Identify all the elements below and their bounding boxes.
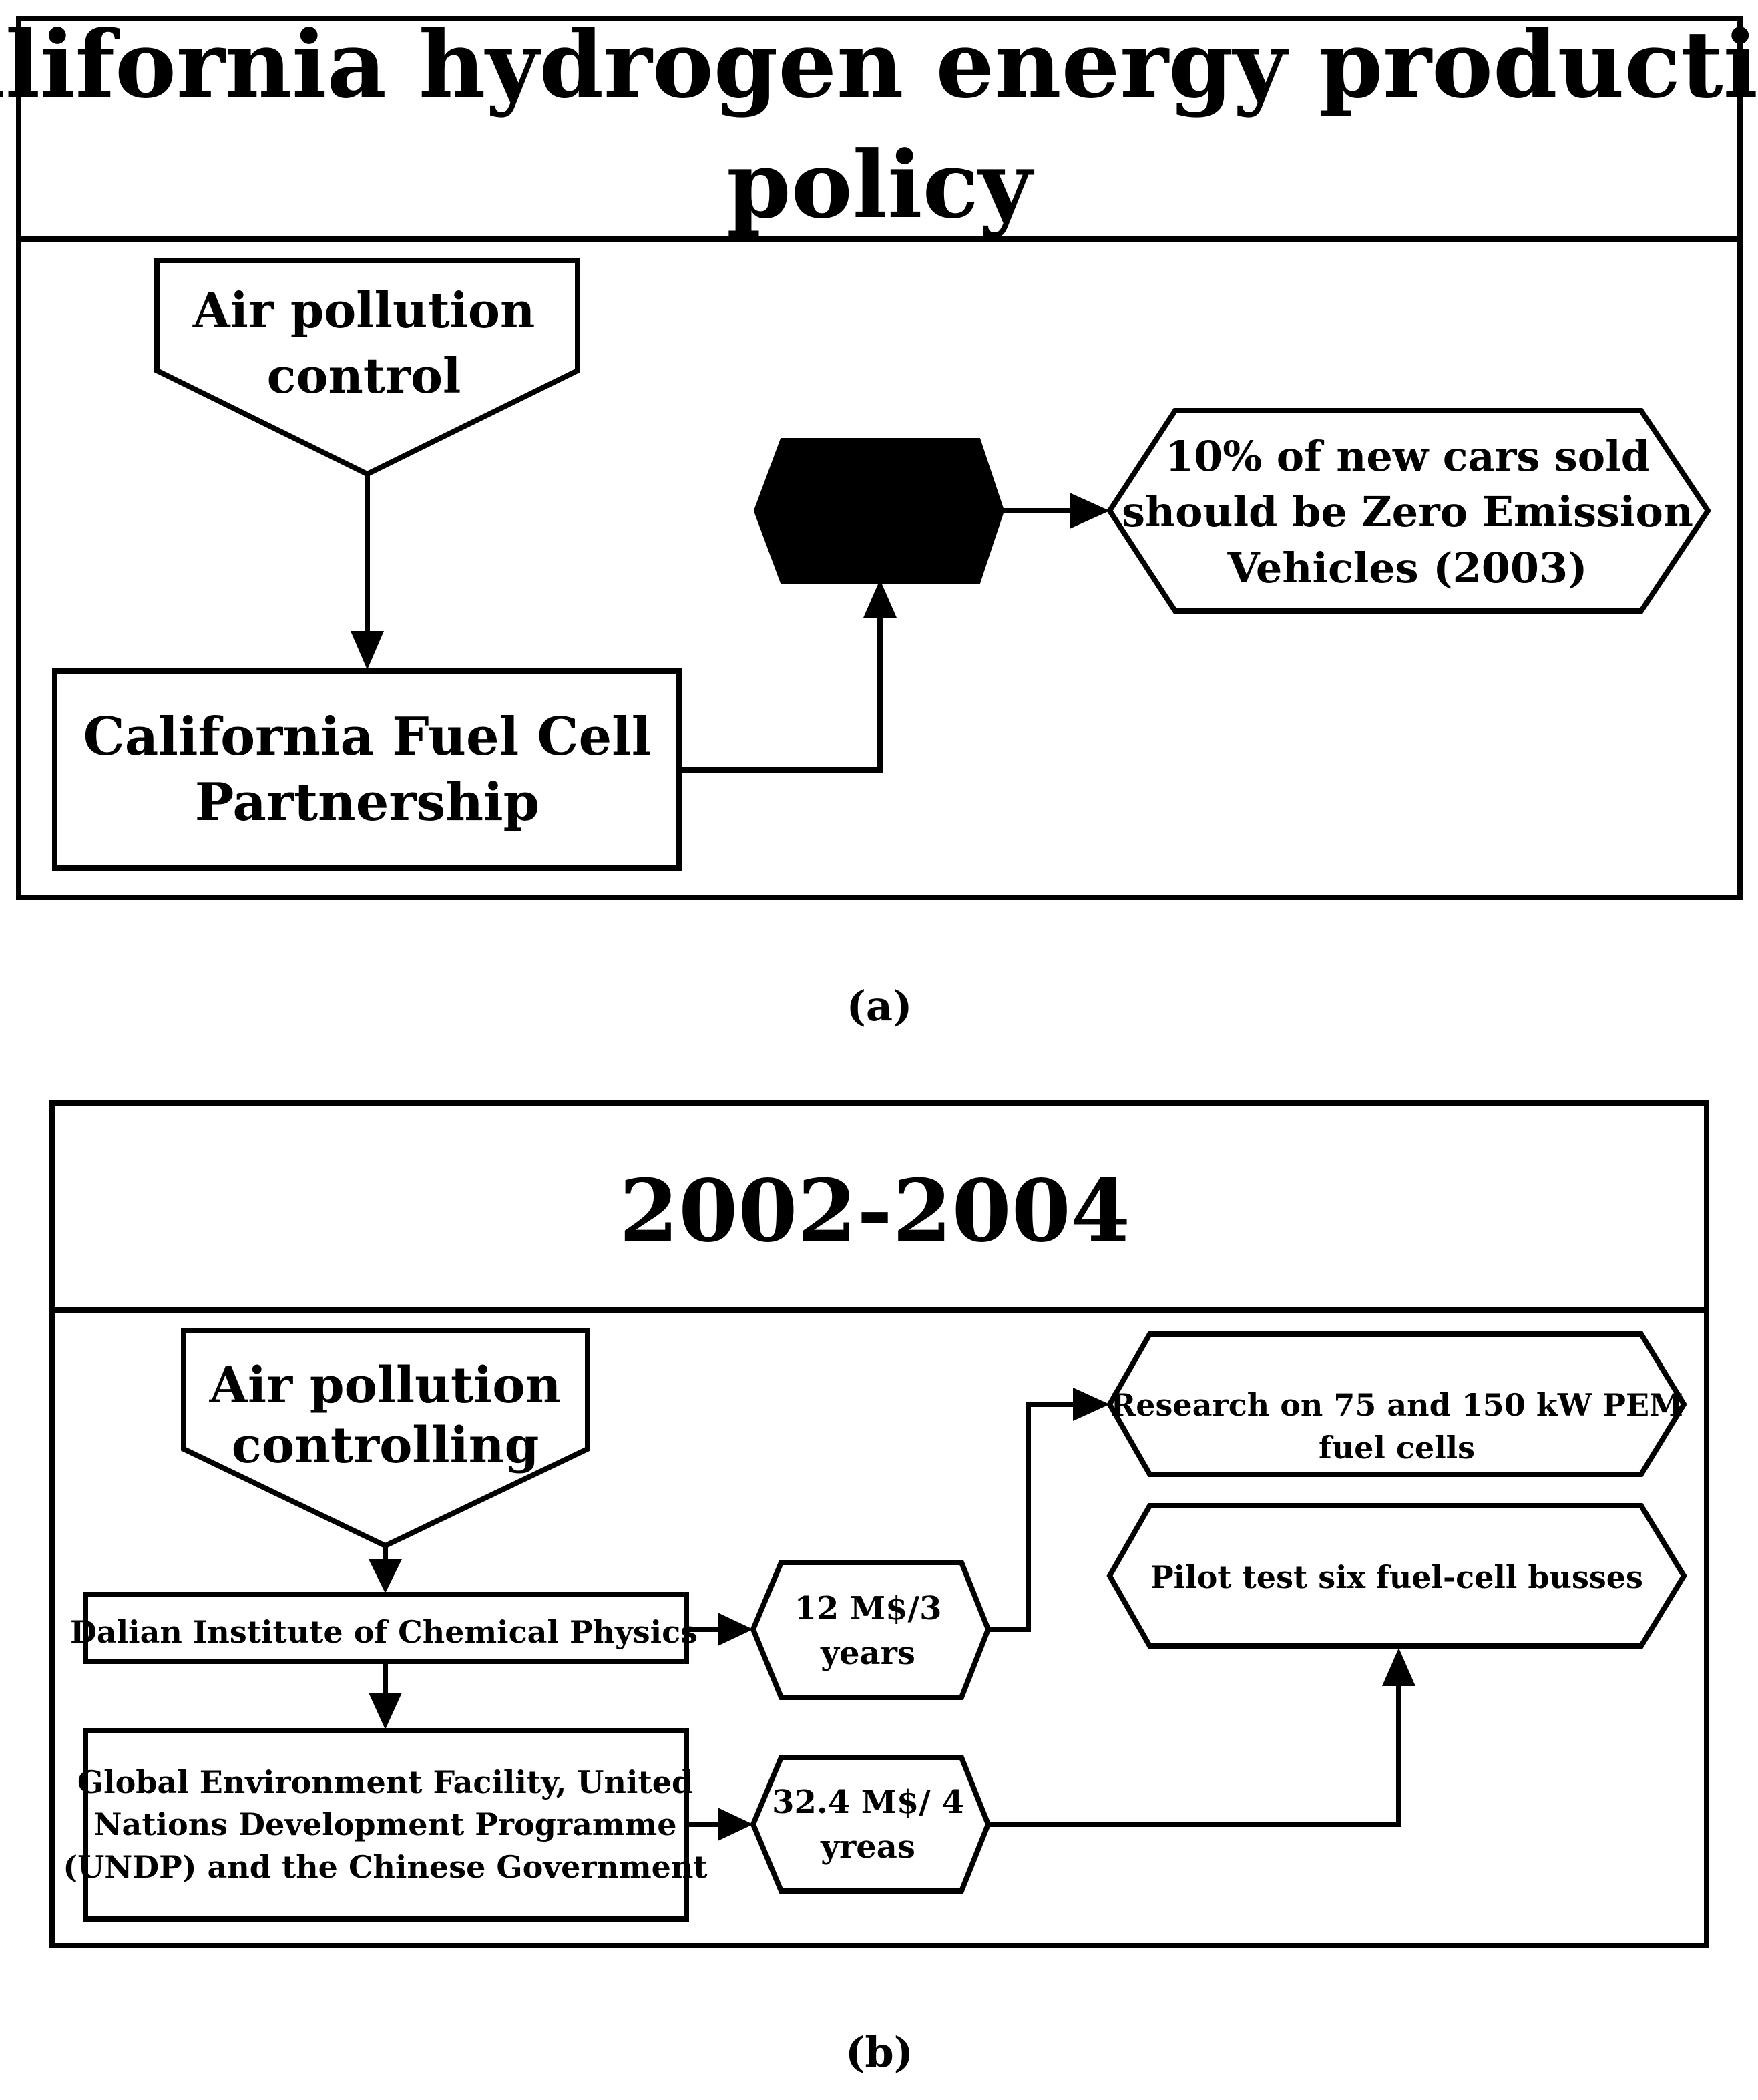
dalian-institute-label: Dalian Institute of Chemical Physics bbox=[70, 1614, 698, 1650]
panel-a: California hydrogen energy production po… bbox=[0, 10, 1758, 1030]
global-label-line3: (UNDP) and the Chinese Government bbox=[63, 1849, 708, 1885]
arrow-global-to-funding2-head bbox=[718, 1808, 753, 1841]
research-label-line2: fuel cells bbox=[1319, 1430, 1475, 1466]
connector-funding2-to-pilot bbox=[988, 1684, 1401, 1827]
california-fuel-cell-partnership-box bbox=[52, 668, 682, 871]
air-pollution-controlling-shape bbox=[181, 1328, 590, 1549]
connector-partnership-to-hexagon-head bbox=[863, 580, 897, 618]
air-pollution-control-label-line2: control bbox=[267, 347, 461, 404]
connector-partnership-to-hexagon bbox=[679, 616, 883, 773]
air-pollution-control-shape bbox=[154, 258, 580, 477]
connector-funding1-to-research-head bbox=[1073, 1388, 1110, 1421]
panel-b-caption: (b) bbox=[845, 2028, 913, 2077]
arrow-air-to-partnership-head bbox=[351, 631, 384, 670]
air-pollution-controlling-label-line1: Air pollution bbox=[209, 1357, 562, 1414]
global-label-line1: Global Environment Facility, United bbox=[77, 1764, 693, 1800]
funding-32m-label-line2: yreas bbox=[820, 1828, 915, 1866]
funding-12m-hexagon bbox=[750, 1560, 992, 1700]
panel-a-caption: (a) bbox=[847, 982, 913, 1030]
panel-a-title-line2: policy bbox=[726, 130, 1034, 239]
pilot-test-busses-hexagon bbox=[1106, 1503, 1687, 1649]
funding-32m-hexagon bbox=[750, 1755, 992, 1894]
air-pollution-controlling-label-line2: controlling bbox=[232, 1417, 539, 1474]
arrow-air-to-dalian-head bbox=[369, 1559, 402, 1593]
arrow-hexagon-to-result-head bbox=[1070, 493, 1110, 529]
panel-b-title: 2002-2004 bbox=[619, 1161, 1130, 1261]
panel-a-title-line1: California hydrogen energy production bbox=[0, 10, 1758, 119]
zero-emission-vehicles-hexagon bbox=[1106, 408, 1711, 614]
partnership-label-line2: Partnership bbox=[195, 772, 539, 833]
arrow-dalian-to-funding1-head bbox=[718, 1613, 753, 1646]
result-label-line2: should be Zero Emission bbox=[1122, 487, 1693, 536]
pilot-label: Pilot test six fuel-cell busses bbox=[1150, 1559, 1643, 1595]
funding-12m-label-line1: 12 M$/3 bbox=[795, 1590, 942, 1627]
global-label-line2: Nations Development Programme bbox=[93, 1806, 676, 1842]
connector-funding1-to-research bbox=[988, 1402, 1075, 1632]
funding-32m-label-line1: 32.4 M$/ 4 bbox=[772, 1783, 964, 1821]
air-pollution-control-label-line1: Air pollution bbox=[192, 282, 535, 339]
arrow-dalian-to-global-head bbox=[369, 1693, 402, 1729]
result-label-line3: Vehicles (2003) bbox=[1227, 544, 1588, 592]
dalian-institute-box bbox=[83, 1592, 689, 1664]
connector-funding2-to-pilot-head bbox=[1382, 1648, 1415, 1686]
panel-b: 2002-2004 Air pollution controlling Dali… bbox=[49, 1100, 1709, 2077]
panel-b-frame bbox=[49, 1100, 1709, 1948]
research-pem-fuel-cells-hexagon bbox=[1106, 1331, 1687, 1477]
partnership-label-line1: California Fuel Cell bbox=[83, 706, 652, 767]
research-label-line1: Research on 75 and 150 kW PEM bbox=[1110, 1387, 1683, 1423]
black-hexagon-node bbox=[753, 438, 1005, 584]
result-label-line1: 10% of new cars sold bbox=[1165, 432, 1650, 481]
funding-12m-label-line2: years bbox=[820, 1635, 915, 1672]
panel-a-frame bbox=[16, 16, 1743, 900]
